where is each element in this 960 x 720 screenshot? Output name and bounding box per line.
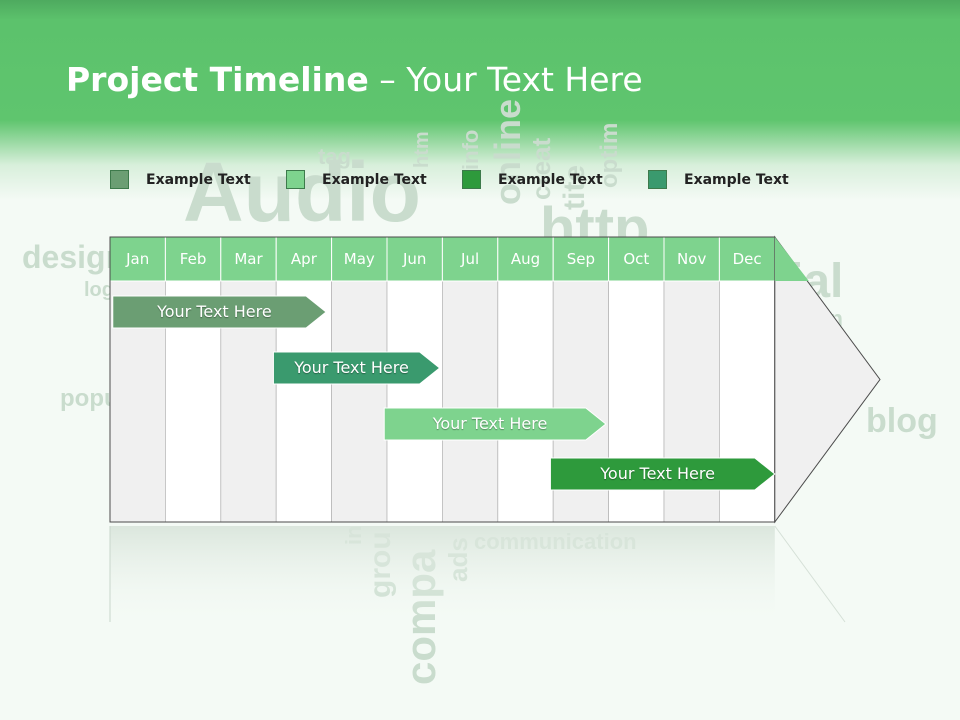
task-bar-label-3: Your Text Here [432,414,548,433]
task-bar-1 [112,295,327,329]
page-title: Project Timeline – Your Text Here [66,60,643,99]
word-tag: tag [318,144,351,169]
word-blog: blog [866,402,938,440]
legend-label-1: Example Text [146,172,251,188]
month-label-may: May [343,250,375,268]
legend-swatch-1 [110,170,129,189]
task-bar-label-1: Your Text Here [157,302,272,321]
month-column-aug [497,280,554,523]
task-bars [112,295,776,491]
month-column-jun [386,280,443,523]
month-header-aug [497,236,554,282]
month-label-aug: Aug [510,250,541,268]
word-audio: Audio [183,145,421,239]
title-bold: Project Timeline [66,60,369,99]
task-bar-2 [272,351,441,385]
month-label-jan: Jan [126,250,150,268]
month-header-jul [441,236,499,282]
arrowhead-shape [774,235,881,524]
title-rest: – Your Text Here [368,60,643,99]
month-column-jul [441,280,499,523]
month-label-dec: Dec [732,250,762,268]
task-bar-3 [383,407,607,441]
legend-swatch-4 [648,170,667,189]
legend-swatch-2 [286,170,305,189]
legend-label-4: Example Text [684,172,789,188]
header-banner [0,0,960,200]
month-header-apr [275,236,333,282]
month-header-mar [220,236,277,282]
month-header-nov [663,236,720,282]
legend-swatch-3 [462,170,481,189]
chart-reflection [109,525,846,626]
task-bar-label-2: Your Text Here [294,358,409,377]
month-header-may [331,236,388,282]
month-label-sep: Sep [566,250,596,268]
reflection-edge-diag [774,525,846,623]
month-label-nov: Nov [677,250,707,268]
legend-label-2: Example Text [322,172,427,188]
month-label-apr: Apr [290,250,317,268]
month-header-feb [164,236,222,282]
legend-label-3: Example Text [498,172,603,188]
month-column-may [331,280,388,523]
month-label-jul: Jul [461,250,480,268]
month-label-mar: Mar [234,250,263,268]
month-header-sep [552,236,610,282]
task-bar-4 [549,457,776,491]
month-label-feb: Feb [179,250,207,268]
timeline-arrowhead [774,235,881,524]
month-label-oct: Oct [623,250,650,268]
word-design: design [22,239,126,275]
month-label-jun: Jun [402,250,427,268]
word-log: log [84,279,114,301]
task-bar-label-4: Your Text Here [600,464,715,483]
word-popu: popu [60,385,119,412]
arrowhead-header-corner [774,237,809,281]
reflection-body [110,526,775,626]
